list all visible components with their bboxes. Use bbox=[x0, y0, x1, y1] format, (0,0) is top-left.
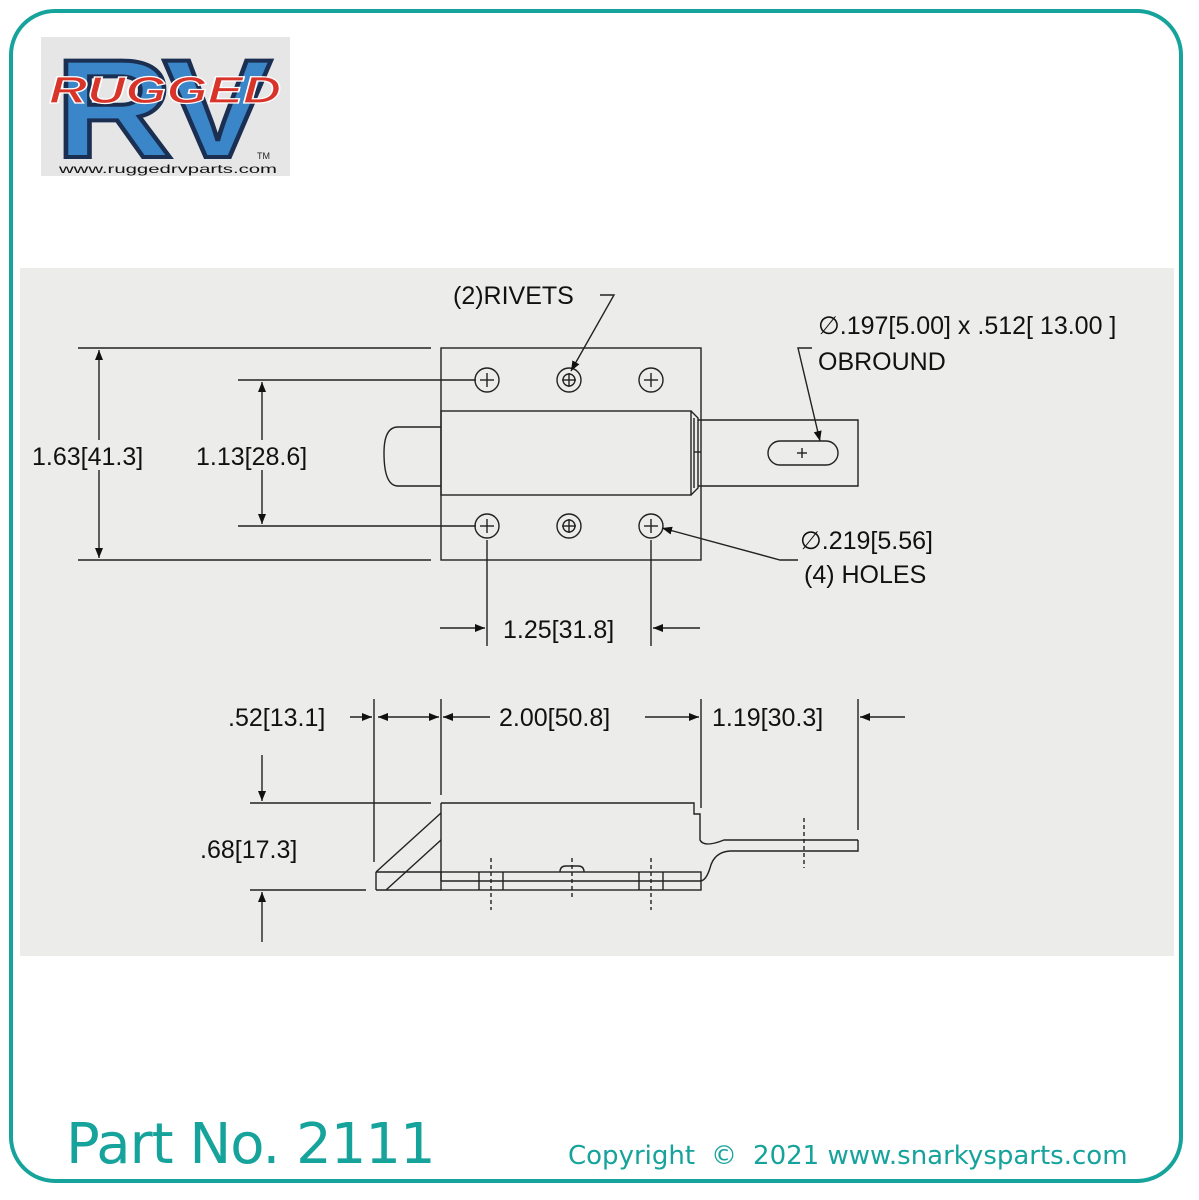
height-outer-label: 1.63[41.3] bbox=[32, 443, 143, 471]
obround-slot bbox=[767, 440, 839, 466]
height-inner-label: 1.13[28.6] bbox=[196, 443, 307, 471]
holes-label: (4) HOLES bbox=[804, 561, 926, 589]
hole-dim-label: ∅.219[5.56] bbox=[800, 527, 933, 555]
drawing-background bbox=[20, 268, 1174, 956]
rivets bbox=[556, 367, 582, 539]
latch-side-view bbox=[375, 802, 859, 910]
logo-trademark: TM bbox=[257, 151, 270, 161]
logo-url: www.ruggedrvparts.com bbox=[57, 162, 277, 176]
bolt-tab bbox=[698, 419, 859, 487]
rivets-label: (2)RIVETS bbox=[453, 282, 574, 310]
obround-dim-label: ∅.197[5.00] x .512[ 13.00 ] bbox=[818, 312, 1116, 340]
copyright-symbol: © bbox=[711, 1141, 738, 1171]
copyright-word: Copyright bbox=[568, 1141, 696, 1171]
logo-letters: RV bbox=[55, 37, 272, 176]
rugged-rv-logo: RV RUGGED TM www.ruggedrvparts.com bbox=[41, 37, 290, 176]
thickness-label: .68[17.3] bbox=[200, 836, 297, 864]
bolt-housing bbox=[440, 410, 692, 496]
part-number: Part No. 2111 bbox=[66, 1112, 436, 1177]
logo-script: RUGGED bbox=[49, 70, 281, 112]
body-length-label: 2.00[50.8] bbox=[499, 704, 610, 732]
bolt-knob bbox=[383, 426, 441, 487]
obround-label: OBROUND bbox=[818, 348, 946, 376]
hole-spacing-label: 1.25[31.8] bbox=[503, 616, 614, 644]
right-ext-label: 1.19[30.3] bbox=[712, 704, 823, 732]
mounting-holes bbox=[474, 367, 664, 539]
copyright-text: 2021 www.snarkysparts.com bbox=[753, 1141, 1128, 1171]
copyright-line: Copyright © 2021 www.snarkysparts.com bbox=[568, 1141, 1128, 1171]
page-frame bbox=[9, 9, 1183, 1183]
left-ext-label: .52[13.1] bbox=[228, 704, 325, 732]
